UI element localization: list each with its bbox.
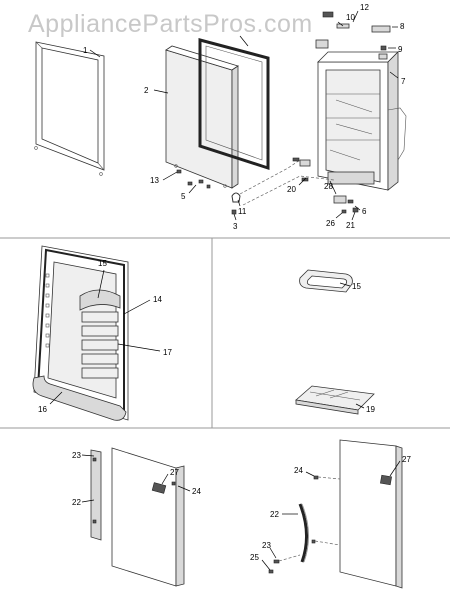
callout-23b: 23 [262, 541, 271, 550]
callout-24a: 24 [192, 487, 201, 496]
callout-28: 28 [324, 182, 333, 191]
callout-25: 25 [250, 553, 259, 562]
callout-3: 3 [233, 222, 238, 231]
door-panel [165, 45, 239, 189]
callout-15a: 15 [98, 259, 107, 268]
lower-door-right [268, 439, 403, 589]
callout-2: 2 [144, 86, 149, 95]
callout-13: 13 [150, 176, 159, 185]
liner-side-holes [45, 273, 50, 348]
lower-door-left [90, 447, 185, 587]
callout-12: 12 [360, 3, 369, 12]
callout-16: 16 [38, 405, 47, 414]
shelf-part-15 [299, 269, 353, 293]
callout-26: 26 [326, 219, 335, 228]
callout-11: 11 [238, 207, 247, 216]
bottom-hinge-parts [292, 157, 359, 214]
alignment-lines [239, 159, 335, 206]
door-gasket [198, 38, 270, 171]
cabinet-liner [317, 51, 407, 191]
shelf-part-19 [295, 385, 375, 415]
callout-21: 21 [346, 221, 355, 230]
callout-5: 5 [181, 192, 186, 201]
door-liner-assembly [32, 245, 129, 421]
callout-7: 7 [401, 77, 406, 86]
callout-20: 20 [287, 185, 296, 194]
door-gasket-frame [34, 41, 105, 176]
callout-22b: 22 [270, 510, 279, 519]
callout-15b: 15 [352, 282, 361, 291]
callout-9: 9 [398, 45, 403, 54]
callout-19: 19 [366, 405, 375, 414]
callout-27b: 27 [402, 455, 411, 464]
callout-14: 14 [153, 295, 162, 304]
door-bins [79, 289, 121, 379]
callout-27a: 27 [170, 468, 179, 477]
right-alignment-lines [278, 476, 341, 562]
watermark: AppliancePartsPros.com [28, 10, 313, 38]
callout-22a: 22 [72, 498, 81, 507]
callout-23a: 23 [72, 451, 81, 460]
door-hardware [176, 169, 241, 215]
callout-6: 6 [362, 207, 367, 216]
callout-17: 17 [163, 348, 172, 357]
callout-10: 10 [346, 13, 355, 22]
callout-24b: 24 [294, 466, 303, 475]
bottom-door-shelf [32, 375, 127, 421]
callout-1: 1 [83, 46, 88, 55]
callout-8: 8 [400, 22, 405, 31]
